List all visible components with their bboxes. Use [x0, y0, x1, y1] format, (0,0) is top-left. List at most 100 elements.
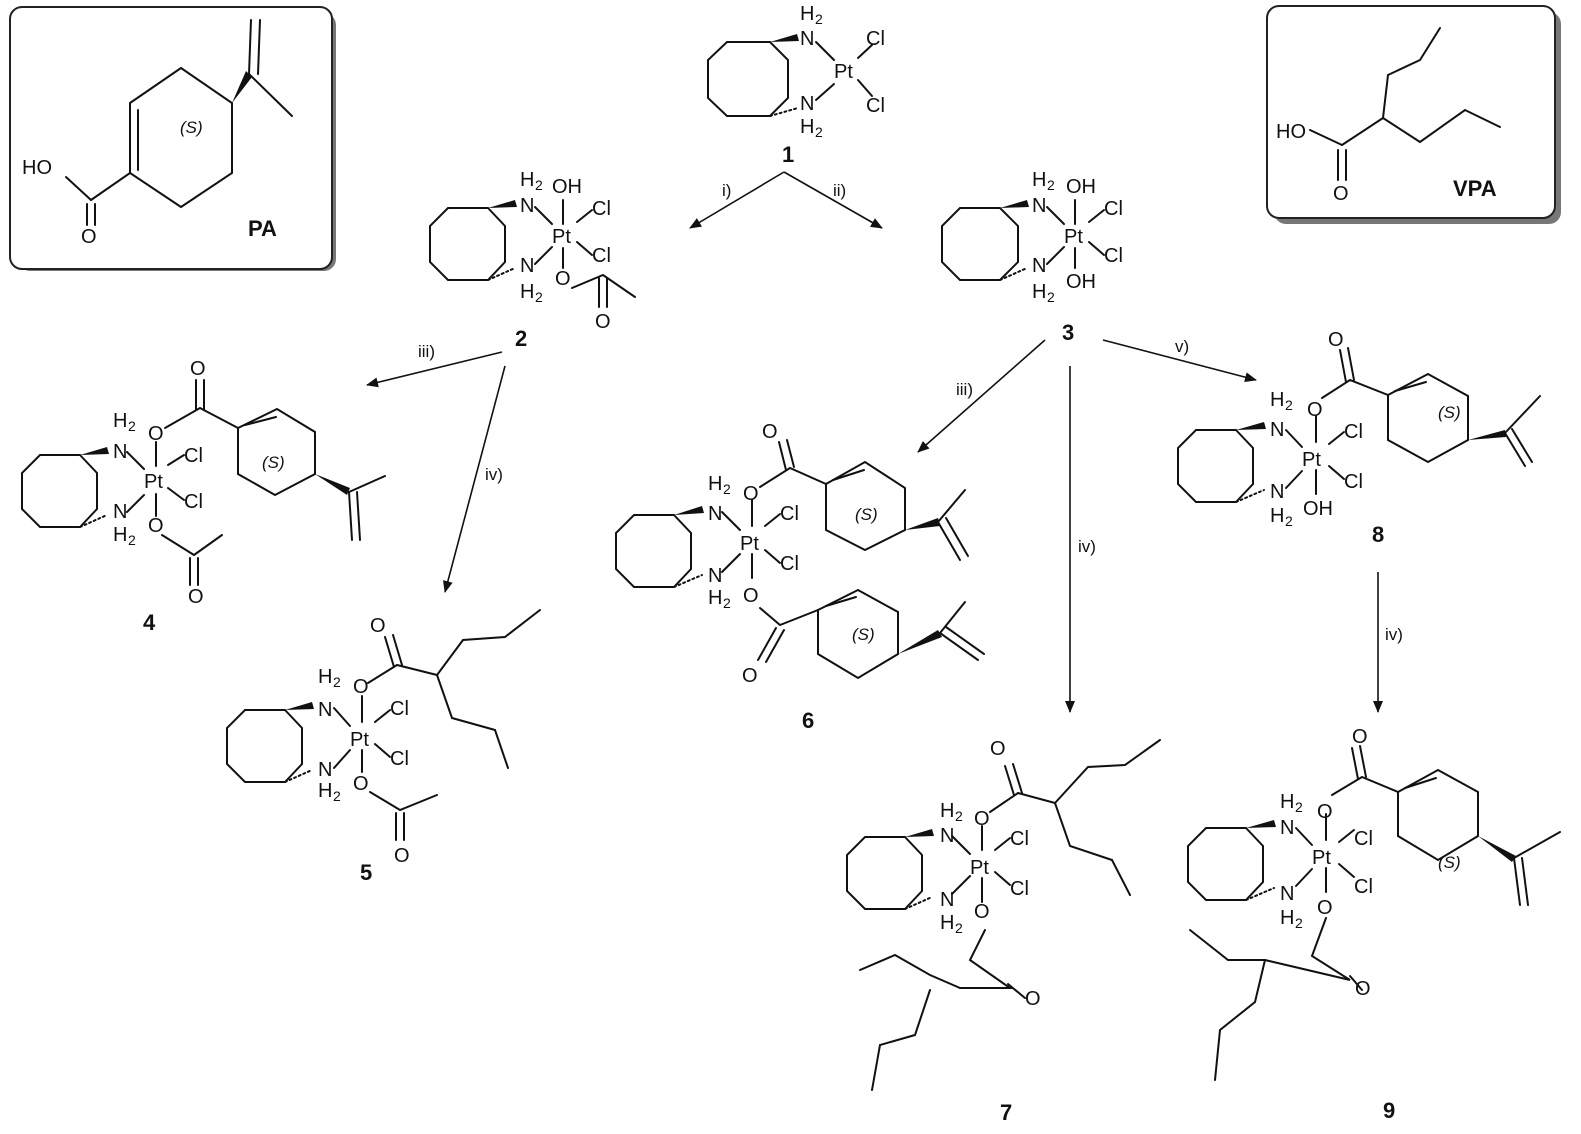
c9-o-bottom: O [1317, 897, 1333, 919]
c6-n-top: N [708, 503, 722, 525]
c4-h-bottom: H [113, 524, 127, 546]
c6-n-bottom: N [708, 565, 722, 587]
pa-carbonyl-o: O [81, 226, 97, 248]
c1-n-bottom: N [800, 93, 814, 115]
condition-iii-middle: iii) [956, 380, 973, 399]
c3-oh-top: OH [1066, 176, 1096, 198]
c2-h-top: H [520, 169, 534, 191]
arrow-1-to-2 [689, 171, 785, 229]
c7-carbonyl-o-bottom: O [1025, 988, 1041, 1010]
arrow-3-to-8 [1102, 339, 1257, 383]
c9-n-bottom: N [1280, 883, 1294, 905]
arrow-3-to-6 [917, 339, 1046, 453]
compound-8: O H 2 O N Pt Cl Cl N H 2 OH (S) 8 [1177, 329, 1541, 547]
c3-number: 3 [1062, 320, 1074, 345]
c6-chloride-1: Cl [780, 503, 799, 525]
c8-sub-bottom: 2 [1285, 513, 1293, 529]
vpa-label: VPA [1453, 176, 1497, 201]
c9-carbonyl-o-top: O [1352, 726, 1368, 748]
condition-iii-left: iii) [418, 342, 435, 361]
compound-5: O H 2 O N Pt Cl Cl N H 2 O O 5 [226, 609, 541, 885]
c3-n-top: N [1032, 195, 1046, 217]
c7-carbonyl-o-top: O [990, 738, 1006, 760]
c7-n-bottom: N [940, 889, 954, 911]
c7-h-top: H [940, 800, 954, 822]
condition-ii: ii) [833, 181, 846, 200]
c4-sub-top: 2 [128, 418, 136, 434]
c1-chloride-2: Cl [866, 95, 885, 117]
c9-n-top: N [1280, 817, 1294, 839]
c5-o-bottom: O [353, 773, 369, 795]
c5-sub-top: 2 [333, 674, 341, 690]
pa-hydroxyl: HO [22, 157, 52, 179]
c3-h-bottom: H [1032, 281, 1046, 303]
c5-chloride-2: Cl [390, 748, 409, 770]
c5-h-bottom: H [318, 780, 332, 802]
c2-h-bottom: H [520, 281, 534, 303]
c5-h-top: H [318, 666, 332, 688]
c7-chloride-2: Cl [1010, 878, 1029, 900]
c6-chloride-2: Cl [780, 553, 799, 575]
c2-chloride-1: Cl [592, 198, 611, 220]
c6-sub-bottom: 2 [723, 595, 731, 611]
pa-box: HO O (S) PA [9, 6, 336, 271]
c4-o-top: O [148, 423, 164, 445]
c6-stereo-1: (S) [855, 505, 878, 524]
c8-n-bottom: N [1270, 481, 1284, 503]
c3-chloride-1: Cl [1104, 198, 1123, 220]
c8-o-top: O [1307, 399, 1323, 421]
c2-number: 2 [515, 326, 527, 351]
c7-o-top: O [974, 808, 990, 830]
c7-sub-bottom: 2 [955, 920, 963, 936]
compound-4: O H 2 O N Pt Cl Cl N H 2 O O (S) 4 [21, 358, 386, 635]
c2-sub-top: 2 [535, 177, 543, 193]
c6-h-bottom: H [708, 587, 722, 609]
compound-1: N H 2 N H 2 Pt Cl Cl 1 [707, 3, 885, 167]
c4-acetyl-o: O [188, 586, 204, 608]
c4-stereo: (S) [262, 453, 285, 472]
condition-v: v) [1175, 337, 1189, 356]
c8-chloride-2: Cl [1344, 471, 1363, 493]
c5-number: 5 [360, 860, 372, 885]
c8-carbonyl-o: O [1328, 329, 1344, 351]
c9-h-top: H [1280, 791, 1294, 813]
c4-h-top: H [113, 410, 127, 432]
c5-sub-bottom: 2 [333, 788, 341, 804]
c3-chloride-2: Cl [1104, 245, 1123, 267]
c2-oh-top: OH [552, 176, 582, 198]
vpa-carbonyl-o: O [1333, 183, 1349, 205]
condition-iv-left: iv) [485, 465, 503, 484]
c2-n-bottom: N [520, 255, 534, 277]
c3-platinum: Pt [1064, 226, 1083, 248]
c4-carbonyl-o: O [190, 358, 206, 380]
condition-i: i) [722, 181, 731, 200]
c9-stereo: (S) [1438, 853, 1461, 872]
c1-platinum: Pt [834, 61, 853, 83]
c8-sub-top: 2 [1285, 397, 1293, 413]
pa-stereo: (S) [180, 118, 203, 137]
c9-number: 9 [1383, 1098, 1395, 1123]
c2-o-bottom: O [555, 268, 571, 290]
c5-o-top: O [353, 676, 369, 698]
c6-platinum: Pt [740, 533, 759, 555]
c2-sub-bottom: 2 [535, 289, 543, 305]
vpa-hydroxyl: HO [1276, 121, 1306, 143]
c8-number: 8 [1372, 522, 1384, 547]
arrow-2-to-5 [442, 365, 506, 593]
c1-h-bottom: H [800, 116, 814, 138]
c1-n-top: N [800, 28, 814, 50]
c1-chloride-1: Cl [866, 28, 885, 50]
c8-h-top: H [1270, 389, 1284, 411]
c7-platinum: Pt [970, 857, 989, 879]
c6-sub-top: 2 [723, 481, 731, 497]
condition-iv-right: iv) [1385, 625, 1403, 644]
c7-sub-top: 2 [955, 808, 963, 824]
c1-sub-bottom: 2 [815, 124, 823, 140]
c4-o-bottom: O [148, 515, 164, 537]
condition-labels: i) ii) iii) iv) iii) iv) v) iv) [418, 181, 1403, 644]
c8-oh-bottom: OH [1303, 498, 1333, 520]
c9-carbonyl-o-bottom: O [1355, 978, 1371, 1000]
c8-h-bottom: H [1270, 505, 1284, 527]
c5-carbonyl-o: O [370, 615, 386, 637]
reaction-arrows [366, 171, 1383, 713]
